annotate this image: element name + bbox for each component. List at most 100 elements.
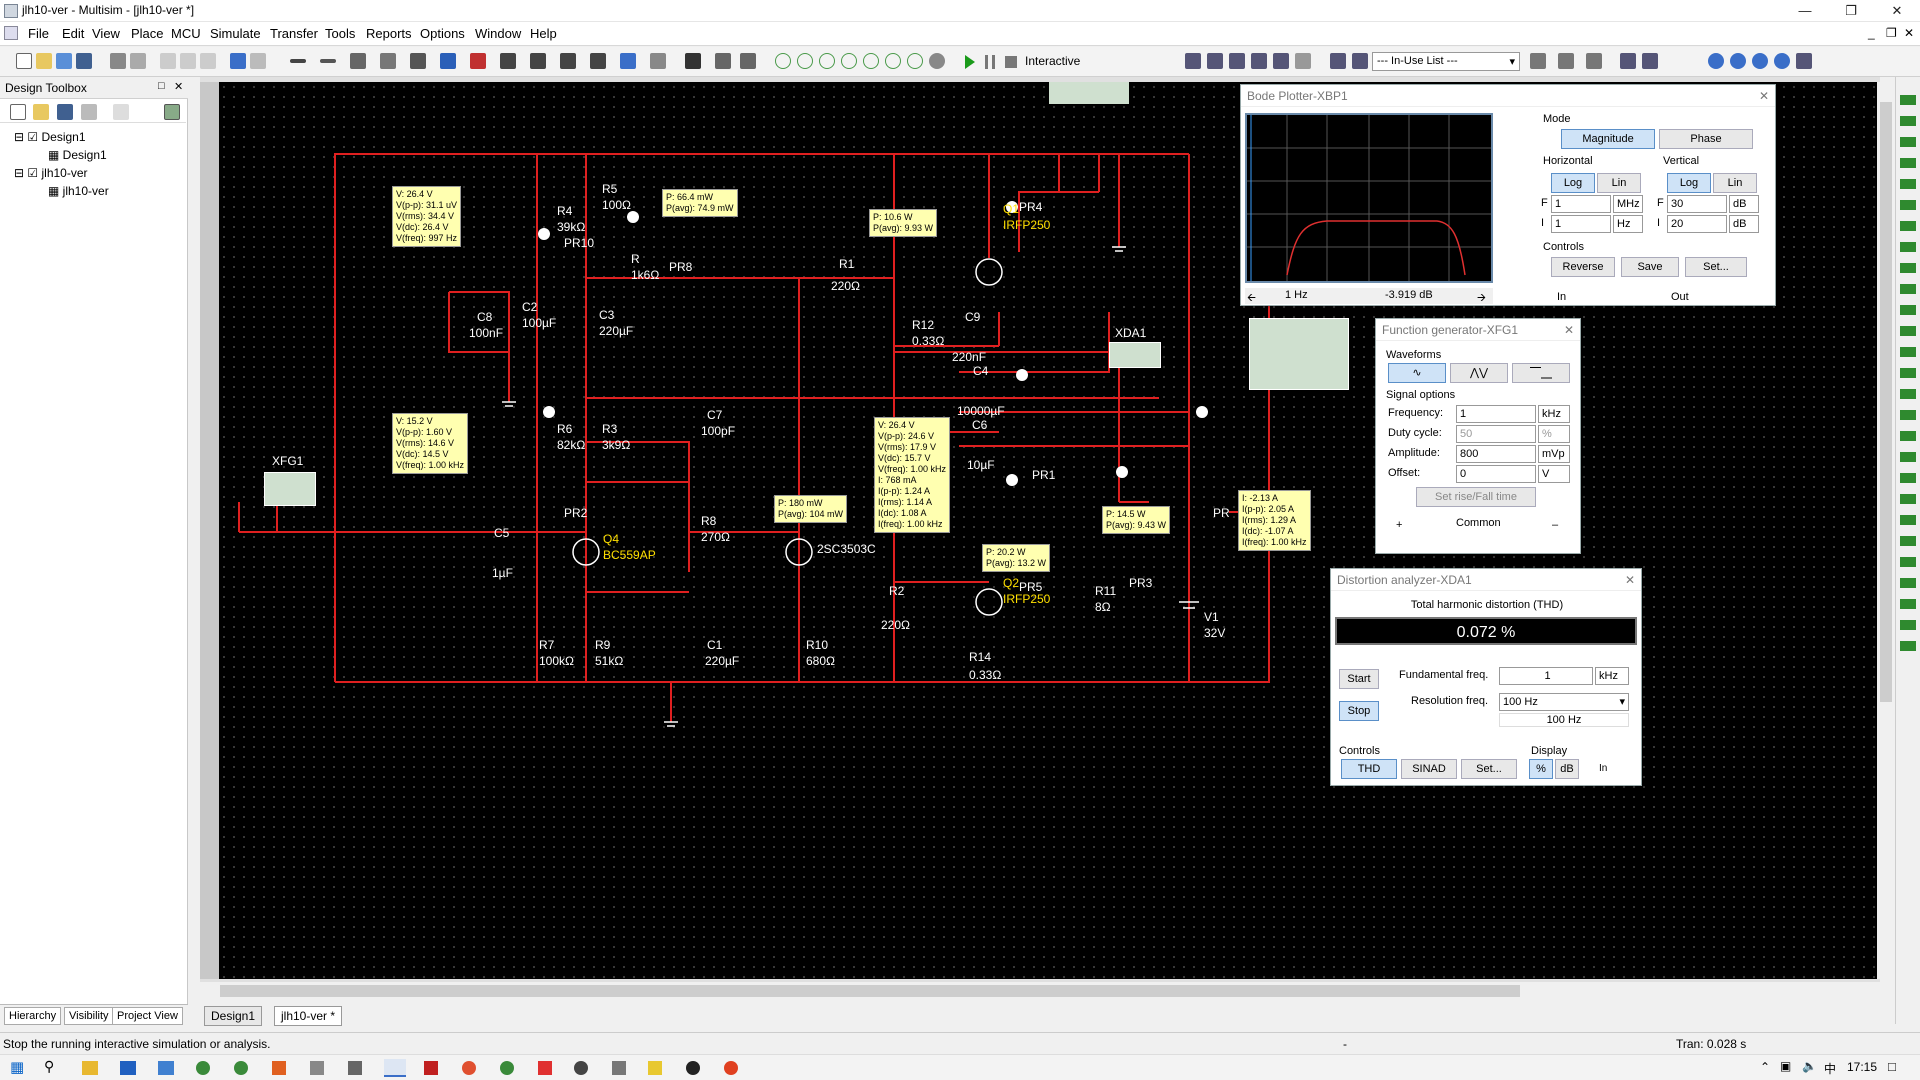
inuse-list-dropdown[interactable]: --- In-Use List ---▾ (1372, 52, 1520, 71)
menu-reports[interactable]: Reports (366, 26, 412, 41)
zoom-sheet-icon[interactable] (1774, 53, 1790, 69)
app-icon[interactable] (686, 1061, 700, 1075)
doc-close-button[interactable]: ✕ (1904, 26, 1915, 40)
menu-mcu[interactable]: MCU (171, 26, 201, 41)
place-source-icon[interactable] (470, 53, 486, 69)
new-design-icon[interactable] (10, 104, 26, 120)
print-icon[interactable] (110, 53, 126, 69)
app-icon[interactable] (648, 1061, 662, 1075)
fgen-sine-button[interactable]: ∿ (1388, 363, 1446, 383)
bode-v-initial-input[interactable]: 20 (1667, 215, 1727, 233)
app-icon[interactable] (310, 1061, 324, 1075)
bode-magnitude-button[interactable]: Magnitude (1561, 129, 1655, 149)
zoom-area-icon[interactable] (1752, 53, 1768, 69)
vertical-scroll-thumb[interactable] (1880, 102, 1892, 702)
bode-cursor-right-icon[interactable]: 🡪 (1477, 292, 1486, 304)
xfg1-instrument[interactable] (264, 472, 316, 506)
acrobat-icon[interactable] (424, 1061, 438, 1075)
bode-reverse-button[interactable]: Reverse (1551, 257, 1615, 277)
new-icon[interactable] (16, 53, 32, 69)
tree-node-jlh10-sheet[interactable]: ▦ jlh10-ver (48, 184, 109, 198)
grapher-icon[interactable] (1185, 53, 1201, 69)
vertical-scrollbar[interactable] (1877, 82, 1895, 979)
menu-window[interactable]: Window (475, 26, 522, 41)
app-icon[interactable] (612, 1061, 626, 1075)
run-icon[interactable] (965, 55, 975, 69)
bode-phase-button[interactable]: Phase (1659, 129, 1753, 149)
app-icon[interactable] (196, 1061, 210, 1075)
menu-place[interactable]: Place (131, 26, 164, 41)
menu-view[interactable]: View (92, 26, 120, 41)
bode-v-log-button[interactable]: Log (1667, 173, 1711, 193)
spreadsheet-icon[interactable] (1207, 53, 1223, 69)
bus-icon[interactable] (380, 53, 396, 69)
maximize-button[interactable]: ❐ (1845, 3, 1857, 18)
print-preview-icon[interactable] (130, 53, 146, 69)
windows-start-icon[interactable]: ▦ (10, 1059, 25, 1076)
file-explorer-icon[interactable] (82, 1061, 98, 1075)
search-icon[interactable]: ⚲ (44, 1058, 55, 1074)
place-basic-icon[interactable] (500, 53, 516, 69)
postprocessor-icon[interactable] (685, 53, 701, 69)
erc-icon[interactable] (1273, 53, 1289, 69)
instrument-icons-strip[interactable] (1900, 95, 1916, 655)
dist-fund-input[interactable]: 1 (1499, 667, 1593, 685)
notifications-icon[interactable]: □ (1888, 1059, 1896, 1074)
dist-close-icon[interactable]: ✕ (1624, 573, 1635, 587)
doc-tab-jlh10[interactable]: jlh10-ver * (274, 1006, 343, 1026)
chrome-icon[interactable] (724, 1061, 738, 1075)
transfer-icon[interactable] (1330, 53, 1346, 69)
open-icon[interactable] (36, 53, 52, 69)
fgen-close-icon[interactable]: ✕ (1563, 323, 1574, 337)
close-button[interactable]: ✕ (1891, 3, 1903, 18)
tab-hierarchy[interactable]: Hierarchy (4, 1007, 62, 1025)
app-icon[interactable] (234, 1061, 248, 1075)
dist-set-button[interactable]: Set... (1461, 759, 1517, 779)
tab-project-view[interactable]: Project View (112, 1007, 183, 1025)
toolbox-close-icon[interactable]: ✕ (174, 81, 184, 93)
bode-display[interactable] (1245, 113, 1493, 283)
bode-close-icon[interactable]: ✕ (1758, 89, 1769, 103)
app-icon[interactable] (272, 1061, 286, 1075)
multisim-taskbar-icon[interactable] (384, 1059, 406, 1077)
dist-db-button[interactable]: dB (1555, 759, 1579, 779)
place-mixed-icon[interactable] (650, 53, 666, 69)
bode-h-initial-input[interactable]: 1 (1551, 215, 1611, 233)
fgen-triangle-button[interactable]: ⋀⋁ (1450, 363, 1508, 383)
mail-icon[interactable] (120, 1061, 136, 1075)
fgen-amplitude-unit[interactable]: mVp (1538, 445, 1570, 463)
menu-file[interactable]: File (28, 26, 49, 41)
fgen-offset-input[interactable]: 0 (1456, 465, 1536, 483)
hierarchical-icon[interactable] (410, 53, 426, 69)
annotation-icon[interactable] (740, 53, 756, 69)
open-sample-icon[interactable] (56, 53, 72, 69)
probe-ref-icon[interactable] (863, 53, 879, 69)
dist-fund-unit[interactable]: kHz (1595, 667, 1629, 685)
xbp1-instrument[interactable] (1049, 82, 1129, 104)
app-icon[interactable] (538, 1061, 552, 1075)
place-analog-icon[interactable] (590, 53, 606, 69)
dist-sinad-button[interactable]: SINAD (1401, 759, 1457, 779)
fgen-offset-unit[interactable]: V (1538, 465, 1570, 483)
database-icon[interactable] (1229, 53, 1245, 69)
breadboard-icon[interactable] (1295, 53, 1311, 69)
xda1-instrument[interactable] (1109, 342, 1161, 368)
backannotate-icon[interactable] (1352, 53, 1368, 69)
tree-node-jlh10[interactable]: ⊟ ☑ jlh10-ver (14, 166, 88, 180)
app-icon[interactable] (158, 1061, 174, 1075)
menu-help[interactable]: Help (530, 26, 557, 41)
app-icon[interactable] (574, 1061, 588, 1075)
pause-icon[interactable] (985, 55, 995, 69)
doc-tab-design1[interactable]: Design1 (204, 1006, 263, 1026)
app-icon[interactable] (462, 1061, 476, 1075)
probe-diff-icon[interactable] (841, 53, 857, 69)
fgen-duty-input[interactable]: 50 (1456, 425, 1536, 443)
bode-h-lin-button[interactable]: Lin (1597, 173, 1641, 193)
probe-gear-icon[interactable] (929, 53, 945, 69)
probe-digital-icon[interactable] (885, 53, 901, 69)
network-icon[interactable]: ▣ (1780, 1059, 1792, 1073)
fgen-duty-unit[interactable]: % (1538, 425, 1570, 443)
taskbar-clock[interactable]: 17:15 (1847, 1060, 1878, 1074)
zoom-out-icon[interactable] (1730, 53, 1746, 69)
place-wire-icon[interactable] (320, 59, 336, 63)
